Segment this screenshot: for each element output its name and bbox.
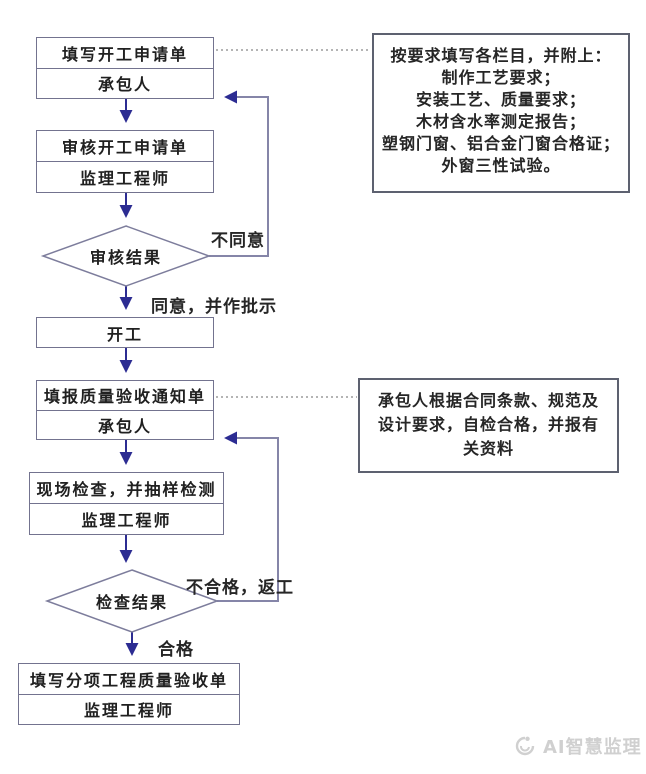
- box-title: 开工: [106, 324, 143, 344]
- process-box-quality-acceptance-notice: 填报质量验收通知单 承包人: [36, 380, 214, 440]
- note-line: 外窗三性试验。: [441, 156, 561, 175]
- watermark-label: AI智慧监理: [543, 737, 642, 758]
- box-actor: 监理工程师: [30, 503, 223, 534]
- box-title: 现场检查，并抽样检测: [36, 480, 217, 499]
- box-actor: 承包人: [37, 67, 213, 99]
- watermark: AI智慧监理: [513, 733, 642, 759]
- box-title: 填写分项工程质量验收单: [29, 670, 228, 690]
- note-line: 按要求填写各栏目，并附上：: [390, 46, 612, 65]
- note-line: 安装工艺、质量要求；: [415, 90, 586, 109]
- edge-label-fail-rework: 不合格，返工: [186, 578, 294, 598]
- loop-disagree-line: [209, 90, 269, 257]
- decision-diamond-check-result: [44, 569, 220, 633]
- note-text: 承包人根据合同条款、规范及设计要求，自检合格，并报有关资料: [377, 391, 599, 458]
- edge-label-disagree: 不同意: [211, 231, 265, 251]
- diamond-label-review-result: 审核结果: [89, 248, 162, 267]
- box-title: 填写开工申请单: [61, 44, 188, 64]
- process-box-start-work: 开工: [36, 317, 214, 348]
- edge-label-pass: 合格: [158, 640, 194, 660]
- watermark-logo-icon: [515, 736, 535, 756]
- note-box-application-requirements: 按要求填写各栏目，并附上： 制作工艺要求； 安装工艺、质量要求； 木材含水率测定…: [372, 33, 630, 193]
- note-line: 塑钢门窗、铝合金门窗合格证；: [381, 134, 620, 153]
- decision-diamond-review-result: [40, 225, 212, 287]
- box-title: 审核开工申请单: [61, 138, 188, 157]
- process-box-subproject-acceptance-form: 填写分项工程质量验收单 监理工程师: [18, 663, 240, 725]
- diamond-label-check-result: 检查结果: [95, 593, 168, 612]
- note-box-contractor-self-check: 承包人根据合同条款、规范及设计要求，自检合格，并报有关资料: [358, 378, 619, 473]
- box-title: 填报质量验收通知单: [43, 387, 206, 407]
- process-box-site-inspection: 现场检查，并抽样检测 监理工程师: [29, 472, 224, 535]
- process-box-fill-start-application: 填写开工申请单 承包人: [36, 37, 214, 99]
- box-actor: 监理工程师: [37, 161, 213, 192]
- note-line: 制作工艺要求；: [441, 68, 561, 87]
- loop-rework-line: [217, 431, 279, 602]
- process-box-review-start-application: 审核开工申请单 监理工程师: [36, 130, 214, 193]
- box-actor: 承包人: [37, 409, 213, 440]
- note-line: 木材含水率测定报告；: [415, 112, 586, 131]
- box-actor: 监理工程师: [19, 693, 239, 725]
- edge-label-agree: 同意，并作批示: [151, 297, 277, 317]
